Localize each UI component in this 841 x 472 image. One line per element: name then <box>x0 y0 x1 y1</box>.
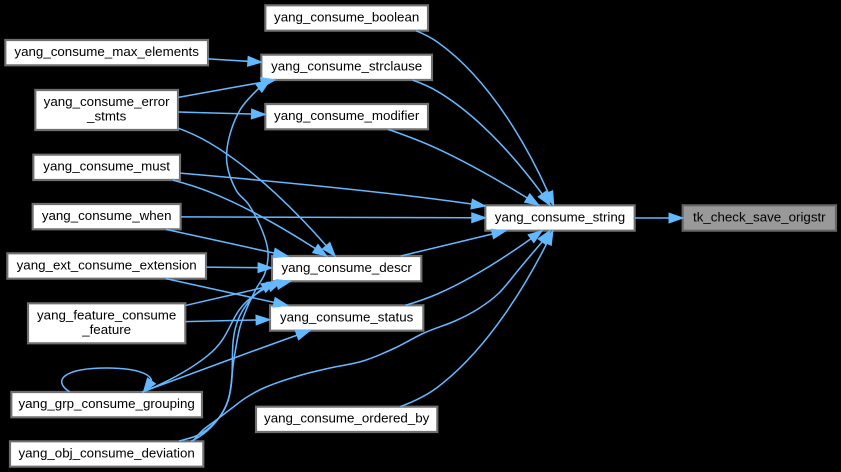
svg-text:yang_consume_modifier: yang_consume_modifier <box>274 108 420 123</box>
svg-text:yang_consume_error: yang_consume_error <box>44 94 171 109</box>
svg-text:tk_check_save_origstr: tk_check_save_origstr <box>693 209 826 224</box>
svg-text:yang_consume_must: yang_consume_must <box>43 159 170 174</box>
svg-text:yang_feature_consume: yang_feature_consume <box>37 307 176 322</box>
svg-text:yang_consume_max_elements: yang_consume_max_elements <box>14 44 199 59</box>
svg-text:yang_consume_status: yang_consume_status <box>280 309 414 324</box>
svg-text:yang_obj_consume_deviation: yang_obj_consume_deviation <box>18 445 194 460</box>
svg-text:yang_consume_strclause: yang_consume_strclause <box>271 59 422 74</box>
svg-text:yang_ext_consume_extension: yang_ext_consume_extension <box>17 257 197 272</box>
svg-text:_feature: _feature <box>81 322 131 337</box>
svg-text:yang_consume_descr: yang_consume_descr <box>281 260 412 275</box>
svg-text:yang_consume_when: yang_consume_when <box>42 208 172 223</box>
svg-text:yang_consume_boolean: yang_consume_boolean <box>274 9 419 24</box>
svg-text:yang_consume_ordered_by: yang_consume_ordered_by <box>264 411 430 426</box>
svg-text:_stmts: _stmts <box>86 109 127 124</box>
svg-text:yang_consume_string: yang_consume_string <box>495 209 625 224</box>
svg-text:yang_grp_consume_grouping: yang_grp_consume_grouping <box>18 396 194 411</box>
